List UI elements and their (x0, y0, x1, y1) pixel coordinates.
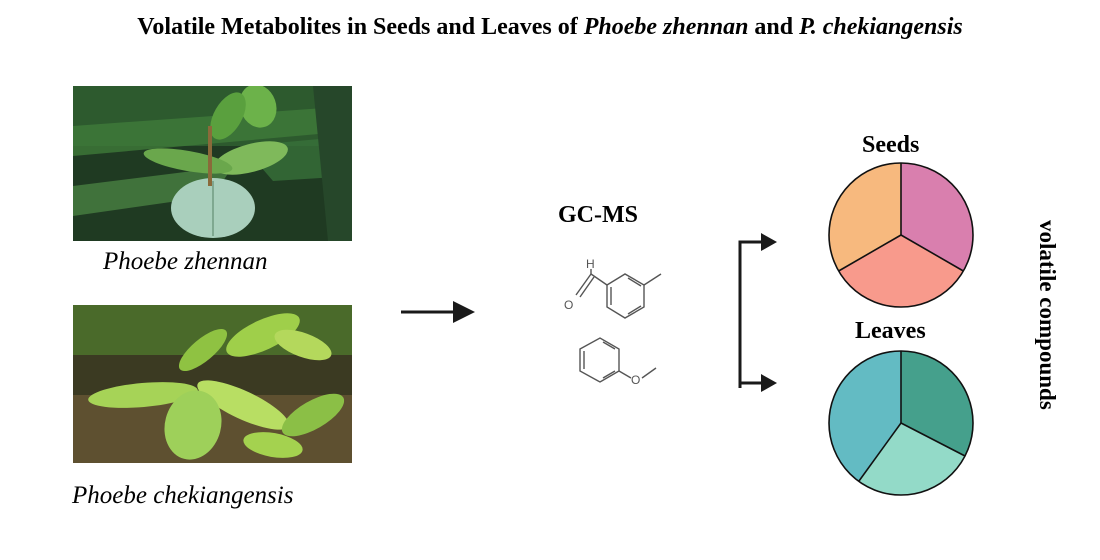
phoebe-zhennan-photo (73, 86, 352, 241)
leaves-pie-slice-2 (859, 423, 965, 495)
figure-title: Volatile Metabolites in Seeds and Leaves… (0, 14, 1100, 41)
title-species-1: Phoebe zhennan (583, 14, 749, 40)
title-text: Volatile Metabolites in Seeds and Leaves… (137, 14, 584, 40)
title-species-2: P. chekiangensis (799, 14, 963, 40)
leaves-pie-chart (828, 350, 974, 496)
caption-phoebe-zhennan: Phoebe zhennan (103, 248, 268, 275)
gc-ms-label: GC-MS (558, 202, 638, 228)
seeds-pie-slice-2 (901, 163, 973, 271)
title-and: and (748, 14, 800, 40)
molecule-1-structure: H O (564, 257, 662, 319)
seeds-label: Seeds (862, 132, 920, 158)
volatile-compounds-label: volatile compounds (1035, 220, 1060, 410)
caption-phoebe-chekiangensis: Phoebe chekiangensis (72, 482, 294, 509)
atom-h-label: H (586, 257, 595, 271)
split-arrows-icon (738, 233, 777, 392)
phoebe-chekiangensis-photo (73, 305, 352, 463)
atom-o-label-2: O (631, 373, 640, 387)
seeds-pie-slice-3 (838, 235, 964, 307)
seeds-pie-chart (828, 162, 974, 308)
leaves-pie-slice-1 (901, 351, 974, 456)
molecule-2-structure: O (579, 337, 657, 387)
leaves-label: Leaves (855, 318, 926, 344)
atom-o-label: O (564, 298, 573, 312)
main-arrow-icon (401, 301, 475, 323)
